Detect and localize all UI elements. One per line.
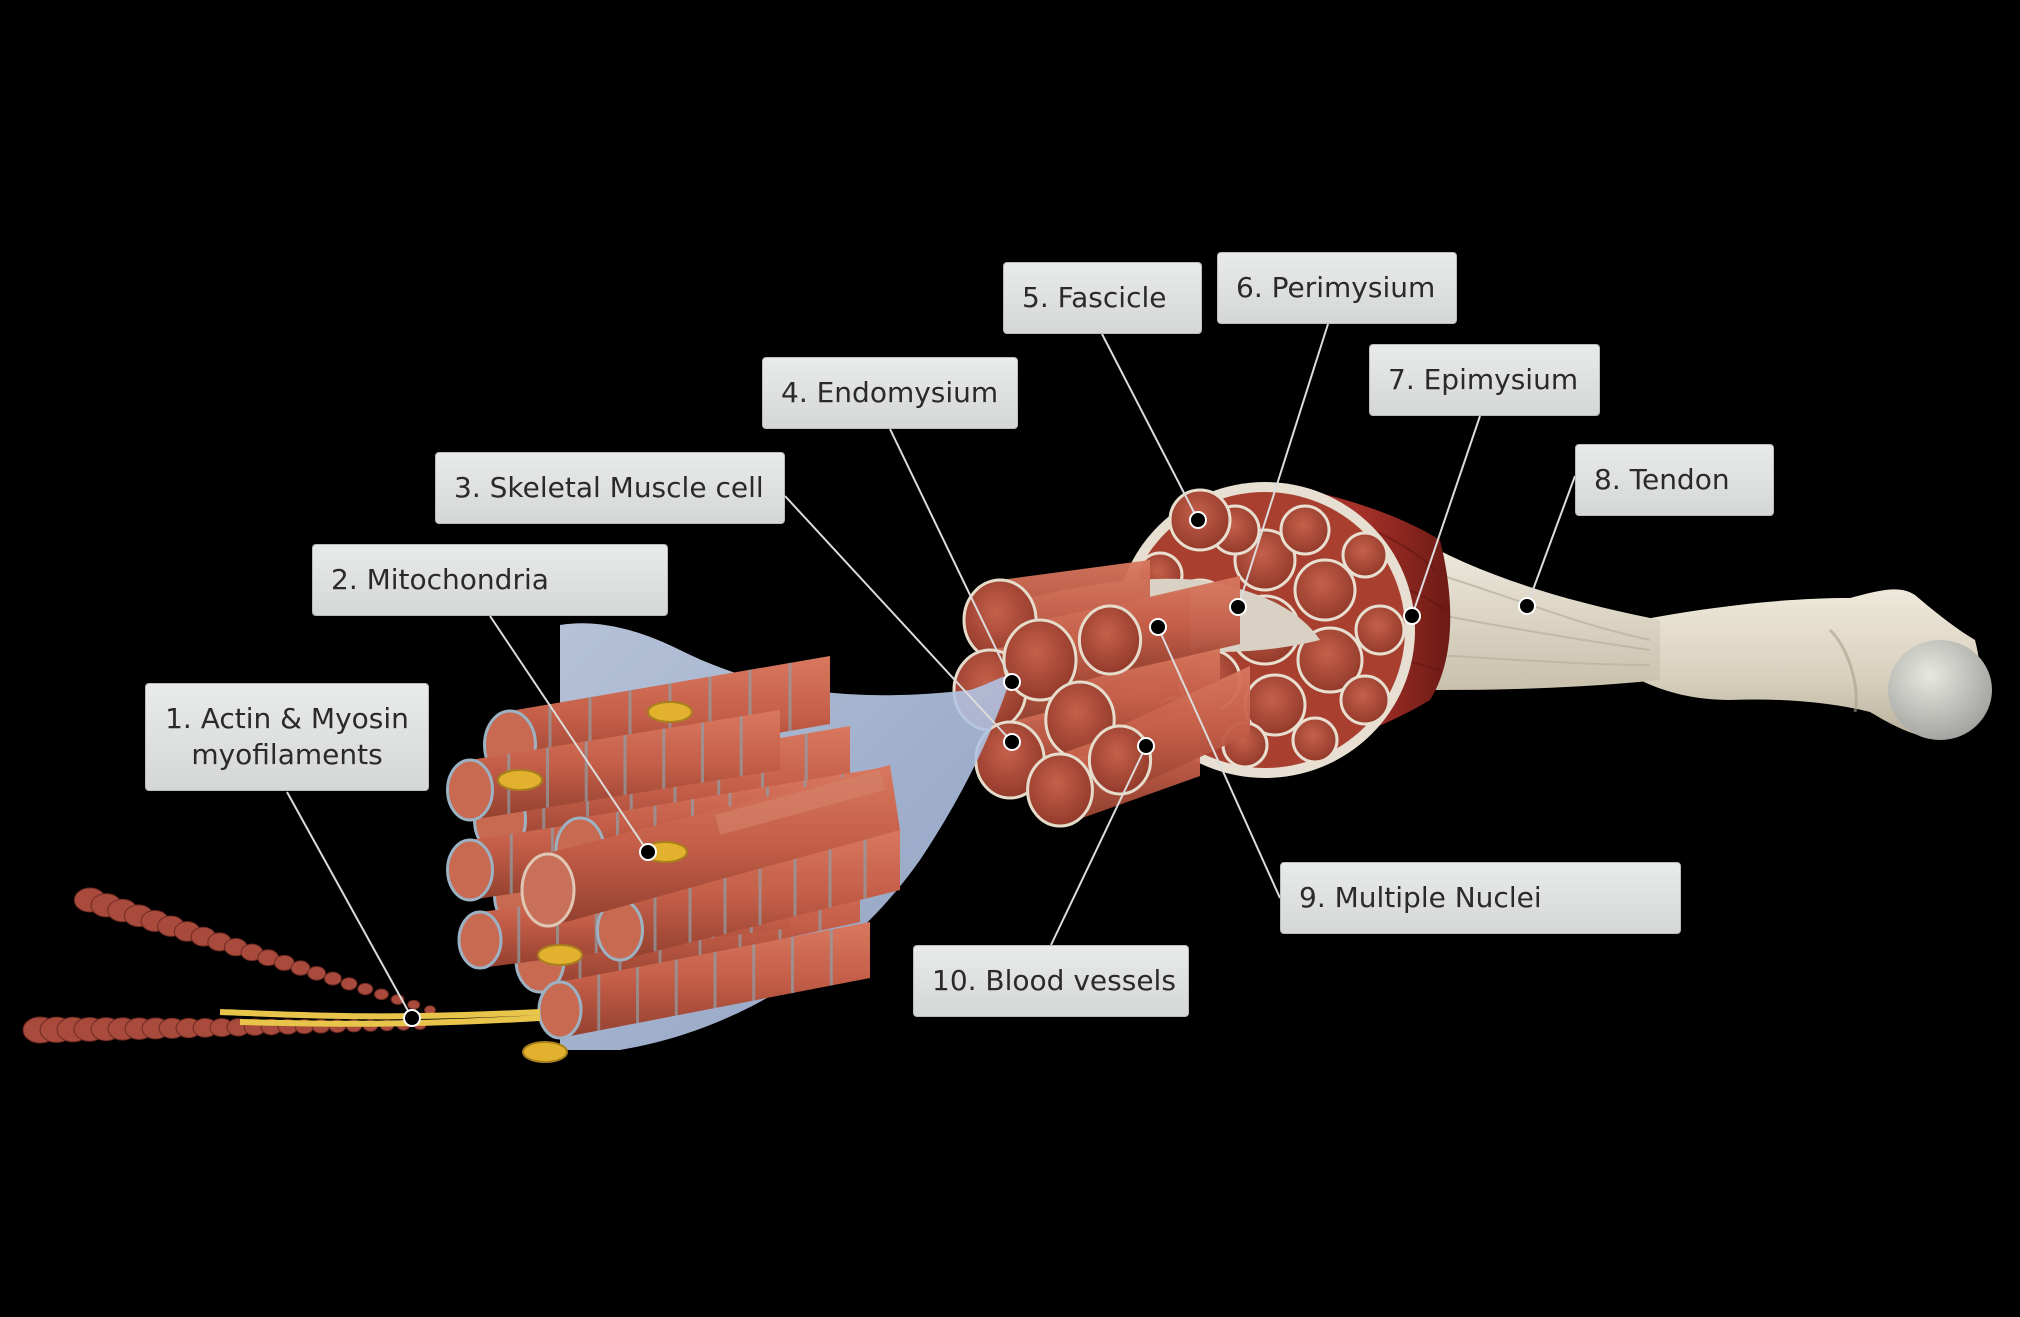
leader-line [1411,415,1481,617]
myosin-filament [219,1009,541,1027]
tendon-shape [1407,535,1660,690]
label-endomysium-text: 4. Endomysium [781,376,999,409]
leader-dot [1003,673,1021,691]
label-actin-myosin: 1. Actin & Myosin myofilaments [145,683,429,791]
label-actin-myosin-line-2: myofilaments [191,738,383,771]
label-actin-myosin-line-1: 1. Actin & Myosin [165,702,409,735]
leader-line [1157,626,1281,899]
label-perimysium: 6. Perimysium [1217,252,1457,324]
label-skeletal-muscle-cell: 3. Skeletal Muscle cell [435,452,785,524]
disc-fascicle [1291,716,1339,764]
myofibril-bundle [446,656,900,1063]
label-fascicle: 5. Fascicle [1003,262,1202,334]
leader-line [1101,333,1199,521]
label-multiple-nuclei-text: 9. Multiple Nuclei [1299,881,1542,914]
label-epimysium: 7. Epimysium [1369,344,1600,416]
myofilament-bead [407,999,421,1010]
disc-fascicle [1339,674,1391,726]
leader-lines [286,323,1576,1027]
label-mitochondria-text: 2. Mitochondria [331,563,549,596]
bone [1640,589,1992,740]
label-multiple-nuclei: 9. Multiple Nuclei [1280,862,1681,934]
label-epimysium-text: 7. Epimysium [1388,363,1579,396]
myofilament-bead [290,960,311,976]
mitochondrion [647,701,693,723]
disc-fascicle [1296,626,1364,694]
label-fascicle-text: 5. Fascicle [1022,281,1167,314]
myofilament-strands [22,887,541,1044]
muscle-cell-highlight [715,770,885,835]
myofibril-end [446,838,494,902]
leader-dot [1403,607,1421,625]
myofilament-bead [357,982,374,996]
disc-fascicle [1279,504,1331,556]
label-blood-vessels-text: 10. Blood vessels [932,964,1176,997]
label-blood-vessels: 10. Blood vessels [913,945,1189,1017]
disc-fascicle [1341,531,1389,579]
mitochondrion [537,944,583,966]
label-tendon-text: 8. Tendon [1594,463,1730,496]
leader-line [286,791,413,1019]
fascicle-body [1120,666,1250,794]
myofilament-bead [324,971,342,986]
leader-line [1050,745,1147,946]
mitochondrion [522,1041,568,1063]
myofibril-end [537,980,583,1040]
leader-line [1526,475,1576,607]
label-skeletal-muscle-cell-text: 3. Skeletal Muscle cell [454,471,764,504]
leader-dot [403,1009,421,1027]
disc-fascicle [1354,604,1406,656]
fascicle-bundle [952,560,1250,828]
leader-dot [1003,733,1021,751]
leader-dot [1229,598,1247,616]
leader-line [889,428,1013,683]
leader-dot [1137,737,1155,755]
myofilament-bead [307,966,327,981]
leader-dot [1518,597,1536,615]
label-tendon: 8. Tendon [1575,444,1774,516]
leader-line [784,495,1013,743]
fascicle-end [1087,724,1153,796]
label-endomysium: 4. Endomysium [762,357,1018,429]
label-perimysium-text: 6. Perimysium [1236,271,1436,304]
leader-line [1237,323,1329,608]
leader-line [489,615,649,853]
fascicle-body [1110,576,1240,674]
leader-dot [1149,618,1167,636]
leader-dot [1189,511,1207,529]
fascicle-end [1077,604,1143,676]
myofibril-end [446,758,494,822]
disc-fascicle [1293,558,1357,622]
muscle-cell-end [520,852,576,928]
label-mitochondria: 2. Mitochondria [312,544,668,616]
myofilament-bead [374,988,389,1001]
fascicle-end [1002,618,1078,702]
mitochondrion [497,769,543,791]
fascicle-end [1026,752,1094,828]
myofilament-bead [340,977,358,991]
leader-dot [639,843,657,861]
myofibril-end [457,910,503,970]
